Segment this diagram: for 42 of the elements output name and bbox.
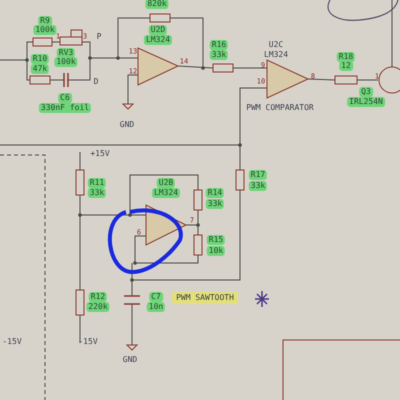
component-label: R18	[336, 52, 356, 62]
component-label: 100k	[33, 25, 57, 35]
component-label: 220k	[86, 302, 110, 312]
component-label: R17	[248, 170, 268, 180]
net-label: D	[94, 78, 98, 86]
component-label: IRL254N	[347, 97, 385, 107]
component-label: R14	[206, 188, 224, 198]
net-label: +15V	[90, 150, 110, 158]
component-label: 10k	[206, 246, 226, 256]
component-label: 47k	[30, 64, 50, 74]
component-label: R12	[88, 292, 108, 302]
signal-tag: PWM SAWTOOTH	[172, 292, 238, 304]
component-label: Q3	[359, 87, 373, 97]
component-label: C6	[58, 93, 72, 103]
net-label: U2C	[268, 41, 284, 49]
component-label: 33k	[248, 181, 268, 191]
component-label: U2B	[156, 178, 176, 188]
component-label: LM324	[144, 35, 172, 45]
component-label: RV3	[56, 48, 76, 58]
component-label: U2D	[148, 25, 168, 35]
component-label: 100k	[54, 57, 78, 67]
component-label: R10	[30, 54, 50, 64]
component-label: R11	[88, 178, 106, 188]
component-label: R9	[38, 16, 52, 26]
net-label: GND	[122, 356, 138, 364]
net-label: LM324	[264, 51, 288, 59]
component-label: R15	[206, 235, 226, 245]
component-label: 33k	[210, 50, 228, 60]
net-label: -15V	[78, 338, 98, 346]
component-label: 12	[339, 61, 353, 71]
component-label: LM324	[152, 188, 180, 198]
component-label: 33k	[206, 199, 224, 209]
net-label: GND	[120, 121, 134, 129]
component-label: 330nF foil	[38, 103, 92, 113]
net-label: P	[96, 33, 102, 41]
component-label: 33k	[88, 188, 106, 198]
component-label: 10n	[146, 302, 166, 312]
component-label: 820k	[145, 0, 169, 9]
component-label: R16	[210, 40, 228, 50]
component-label: C7	[149, 292, 163, 302]
net-label: PWM COMPARATOR	[246, 104, 314, 112]
net-label: -15V	[2, 338, 22, 346]
